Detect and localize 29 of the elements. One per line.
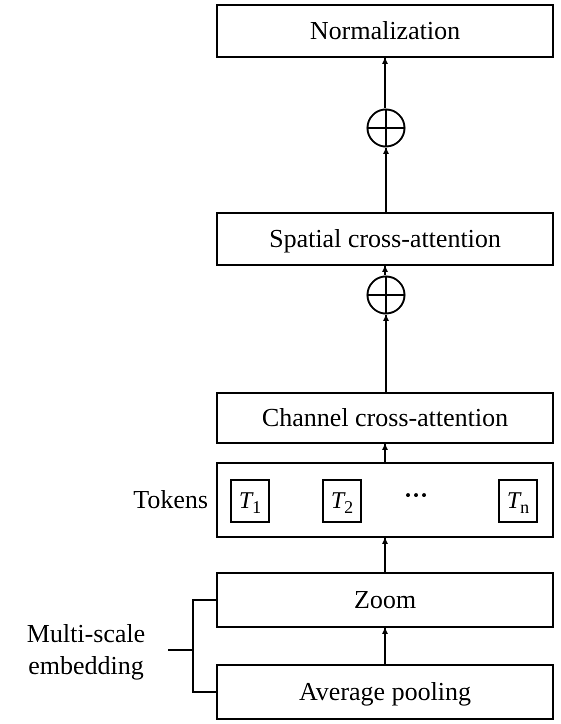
arrow [383, 315, 389, 392]
node-label: T$_{2}$ [330, 487, 354, 516]
arrow [382, 58, 388, 108]
node-label: T$_{n}$ [506, 487, 530, 516]
process-box [216, 4, 554, 58]
annotation-label: Multi-scale embedding [26, 618, 146, 682]
process-box [216, 392, 554, 444]
side-label: Tokens [133, 484, 208, 516]
circle-plus-symbol [366, 275, 406, 315]
node-label: T$_{1}$ [238, 487, 262, 516]
token-box [322, 479, 362, 523]
node-label: Channel cross-attention [262, 402, 508, 434]
arrow [382, 266, 388, 275]
node-label: Spatial cross-attention [269, 222, 501, 255]
node-label: Average pooling [298, 676, 472, 708]
token-box [498, 479, 538, 523]
arrow [382, 538, 388, 572]
process-box [216, 212, 554, 266]
arrow [382, 628, 388, 664]
node-label: Zoom [354, 584, 416, 616]
node-label: Normalization [310, 14, 460, 47]
process-box [216, 572, 554, 628]
bracket-line [168, 649, 216, 693]
circle-plus-symbol [366, 108, 406, 148]
process-box [216, 664, 554, 720]
ellipsis-label: ··· [404, 484, 428, 508]
token-box [230, 479, 270, 523]
arrow [382, 444, 388, 462]
arrow [383, 148, 389, 212]
